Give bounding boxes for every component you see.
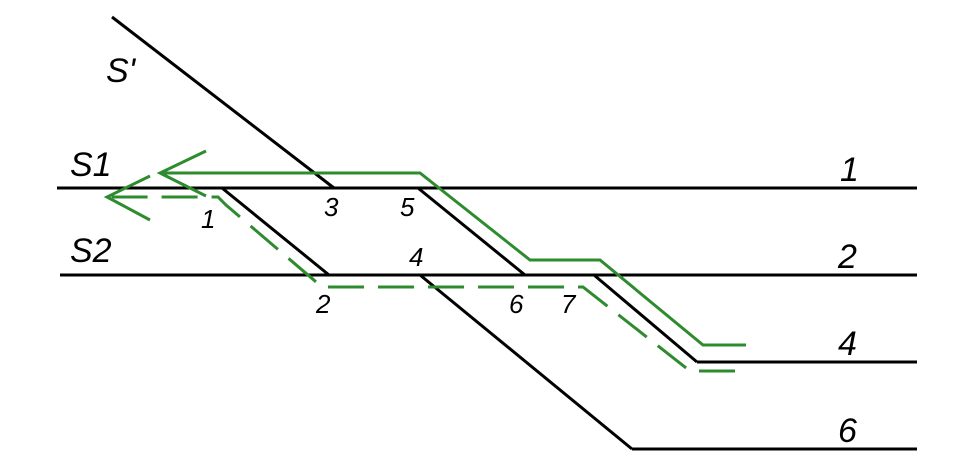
tracks xyxy=(57,15,917,451)
switch-label-3: 3 xyxy=(324,192,339,222)
route-dashed-arrowhead xyxy=(103,174,151,222)
signal-label-s1: S1 xyxy=(70,146,112,184)
track-label-6: 6 xyxy=(838,412,857,450)
route-solid xyxy=(160,171,746,347)
switch-labels: 1 2 3 4 5 6 7 xyxy=(201,192,577,319)
track-label-2: 2 xyxy=(837,238,857,276)
crossover-7-4 xyxy=(593,273,698,364)
switch-label-4: 4 xyxy=(409,242,423,272)
switch-label-7: 7 xyxy=(561,289,577,319)
switch-label-2: 2 xyxy=(315,289,331,319)
track-s-prime-diagonal xyxy=(111,15,335,190)
routes xyxy=(103,149,746,373)
switch-label-5: 5 xyxy=(400,192,415,222)
crossover-1-2 xyxy=(221,186,330,277)
track-label-4: 4 xyxy=(838,325,857,363)
branch-4-6 xyxy=(419,273,633,451)
signal-label-s-prime: S' xyxy=(106,52,137,90)
switch-label-1: 1 xyxy=(201,204,215,234)
signal-labels: S' S1 S2 xyxy=(70,52,137,270)
route-dashed xyxy=(107,195,735,373)
crossover-5-6 xyxy=(417,186,526,277)
track-label-1: 1 xyxy=(840,151,859,189)
track-labels: 1 2 4 6 xyxy=(837,151,859,450)
switch-label-6: 6 xyxy=(509,289,524,319)
route-solid-arrowhead xyxy=(156,149,207,198)
signal-label-s2: S2 xyxy=(70,232,112,270)
